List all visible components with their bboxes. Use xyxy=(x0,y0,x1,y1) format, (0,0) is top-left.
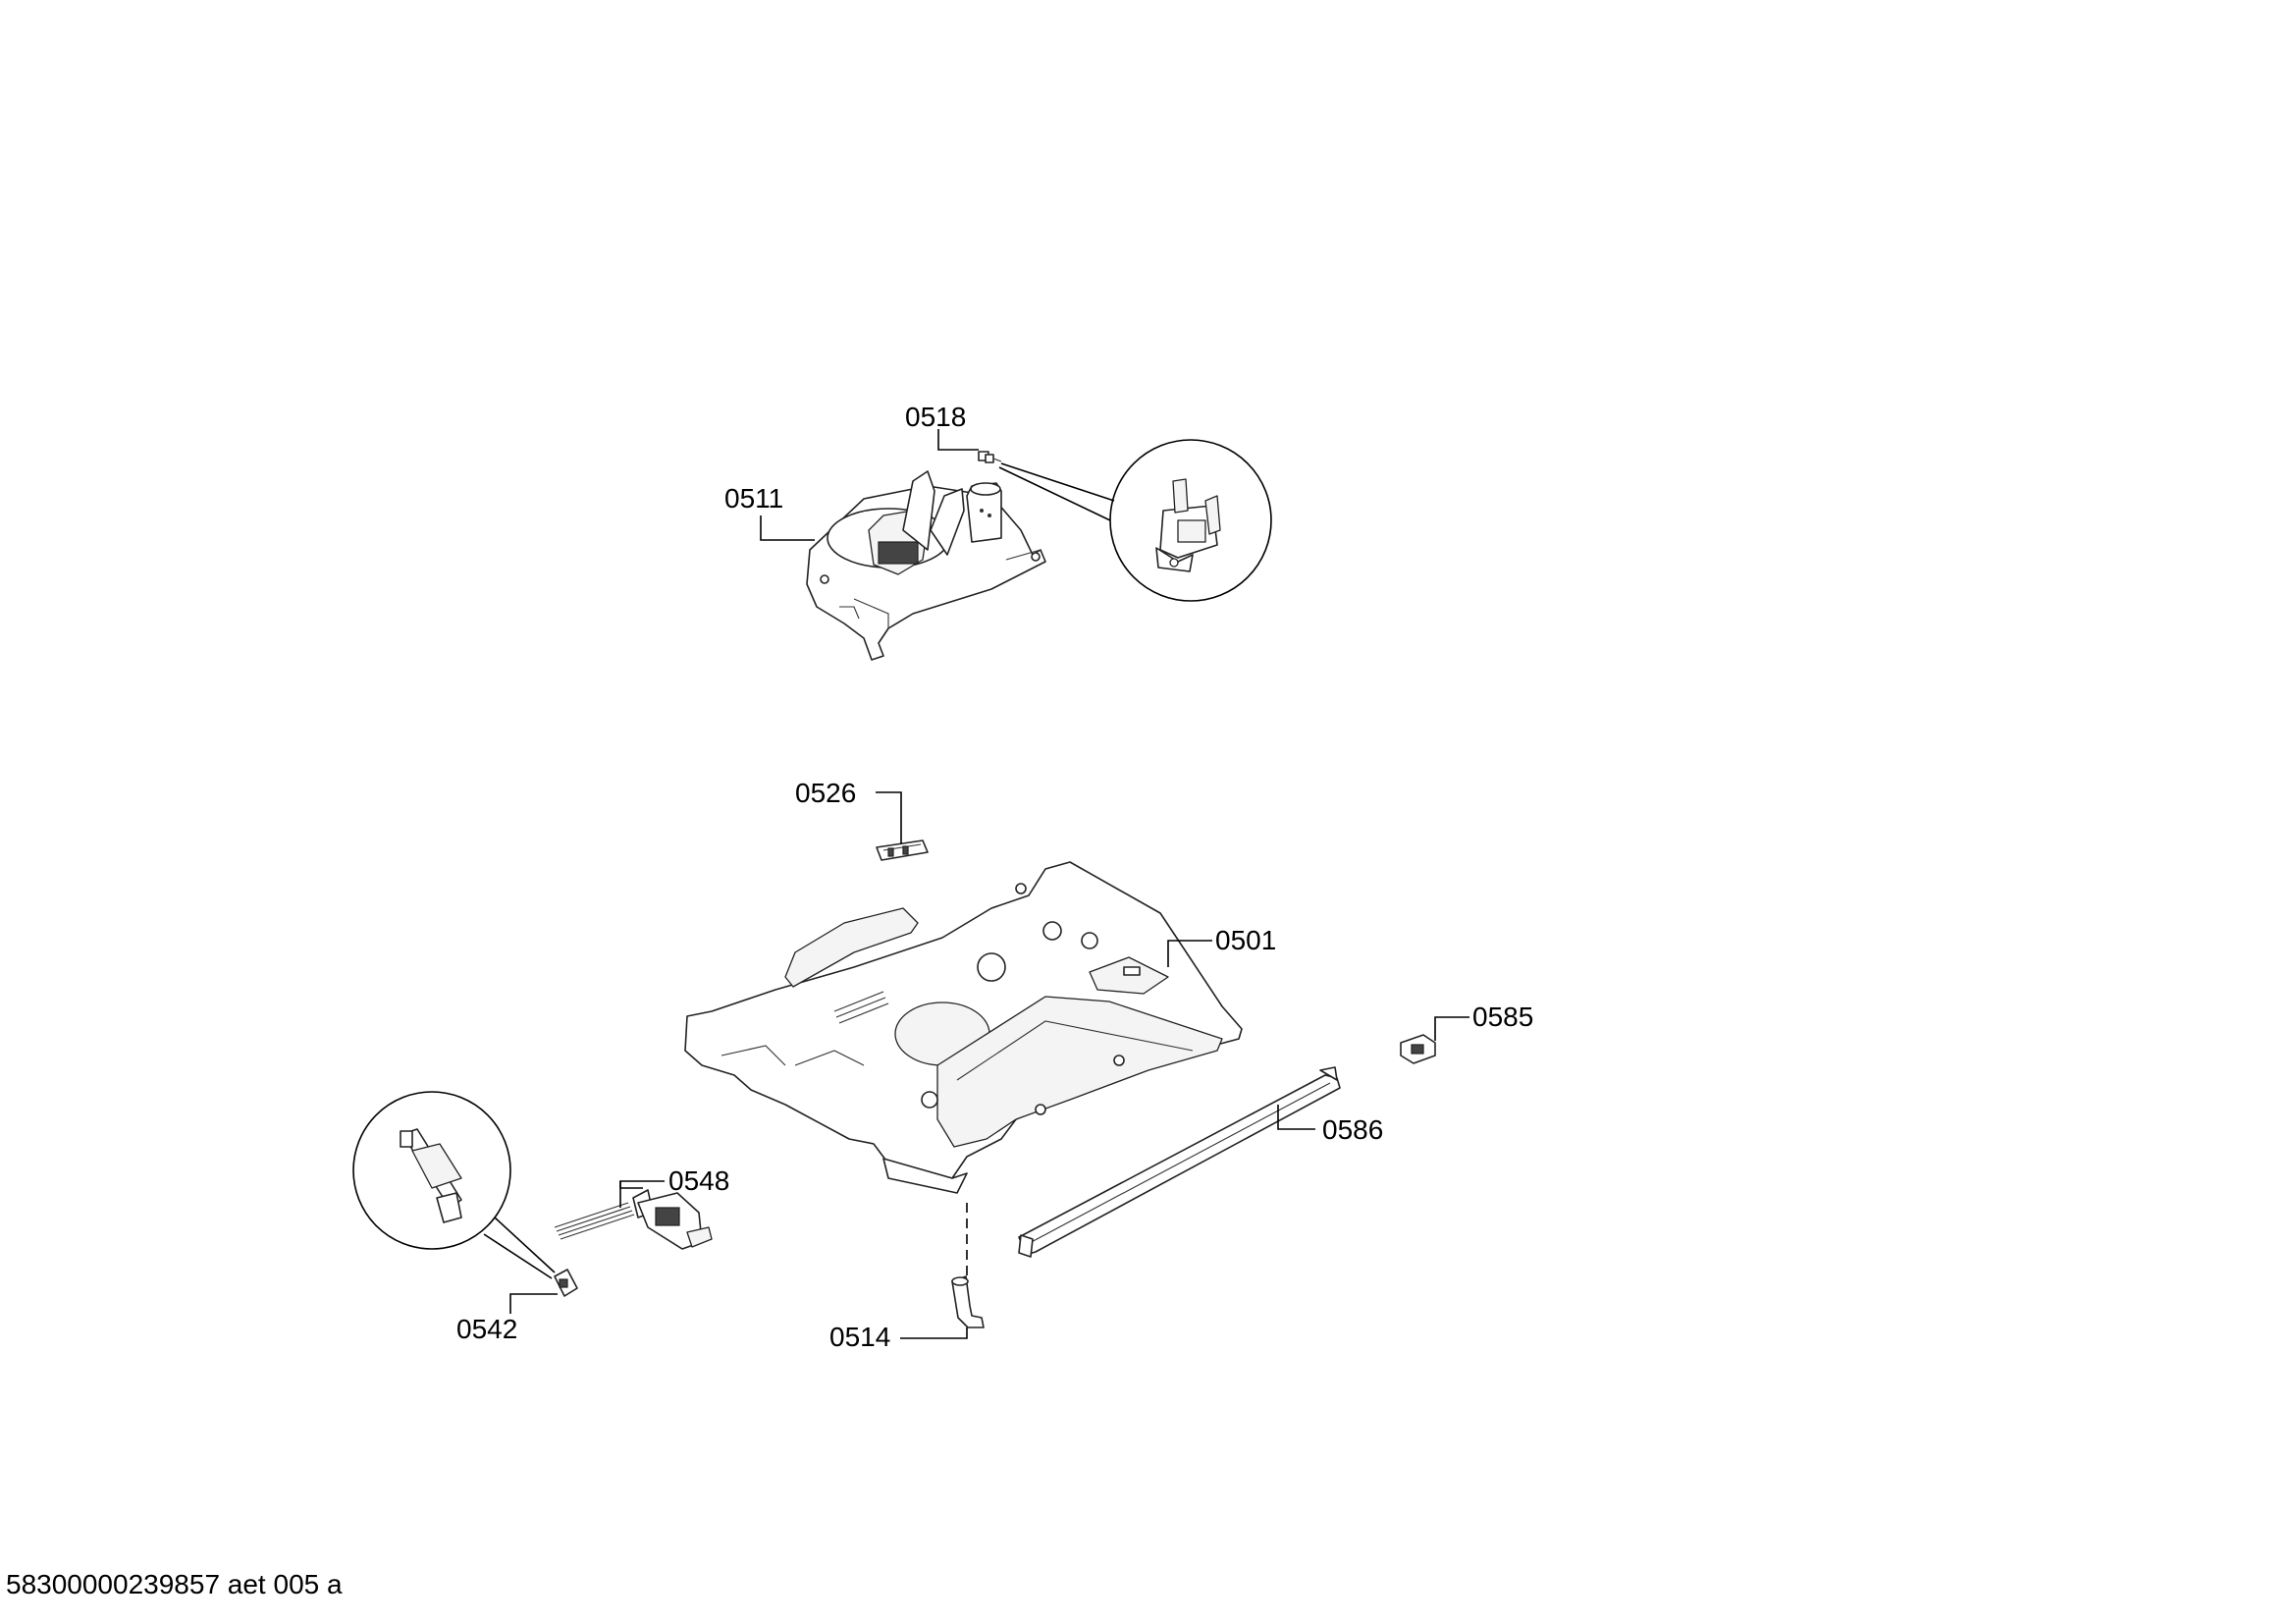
drawing-id: 58300000239857 aet 005 a xyxy=(6,1569,343,1599)
leader-lines xyxy=(509,429,1469,1339)
cover-clip-part[interactable] xyxy=(876,839,929,861)
label-0501: 0501 xyxy=(1215,925,1276,955)
label-0542: 0542 xyxy=(456,1314,517,1344)
label-0526: 0526 xyxy=(795,778,856,808)
detail-circle-switch xyxy=(998,439,1272,602)
label-0548: 0548 xyxy=(668,1165,729,1196)
label-0585: 0585 xyxy=(1472,1001,1533,1032)
label-0514: 0514 xyxy=(829,1322,890,1352)
guide-rail-part[interactable] xyxy=(1018,1066,1341,1258)
fan-motor-assembly-part[interactable] xyxy=(806,470,1046,661)
holder-part[interactable] xyxy=(1400,1034,1436,1064)
detail-circle-micro-switch xyxy=(352,1091,556,1279)
base-plate-part[interactable] xyxy=(684,861,1243,1194)
thermostat-switch-part[interactable] xyxy=(978,451,1002,463)
hose-elbow-part[interactable] xyxy=(951,1203,985,1328)
label-0511: 0511 xyxy=(724,483,783,514)
door-switch-part[interactable] xyxy=(554,1189,713,1250)
label-0586: 0586 xyxy=(1322,1114,1383,1145)
label-0518: 0518 xyxy=(905,402,966,432)
micro-switch-part[interactable] xyxy=(554,1269,578,1297)
